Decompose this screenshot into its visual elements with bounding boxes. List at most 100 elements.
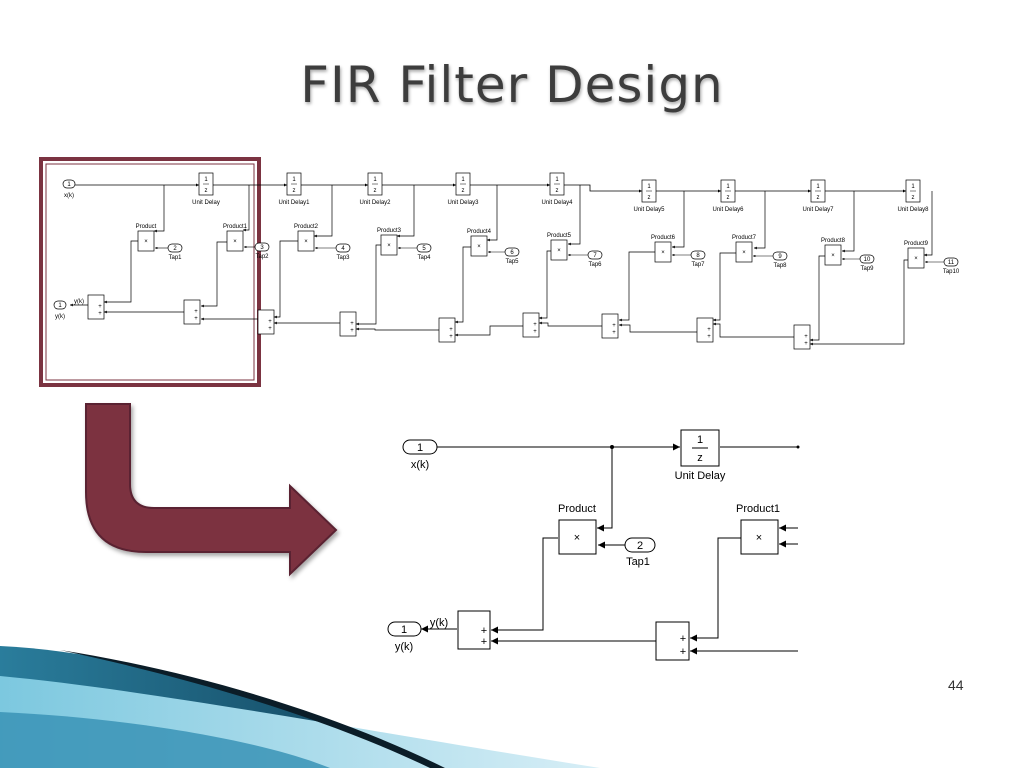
sum-sign: + [680, 646, 686, 658]
tap-label: Tap7 [691, 262, 705, 268]
tap-port-number: 6 [510, 250, 514, 256]
unit-delay-label: Unit Delay4 [541, 200, 573, 206]
unit-delay-label: Unit Delay3 [447, 200, 479, 206]
zoom-output-label: y(k) [395, 641, 413, 653]
delay-numerator: 1 [911, 184, 915, 190]
sum-sign: + [804, 334, 808, 340]
sum-sign: + [481, 625, 487, 637]
highlight-frame [39, 157, 261, 387]
multiply-glyph: × [477, 244, 481, 250]
sum-block: ++ [339, 311, 357, 337]
sum-sign: + [350, 328, 354, 334]
product-label: Product1 [223, 224, 248, 230]
multiply-glyph: × [387, 243, 391, 249]
overview-input-port-number: 1 [67, 182, 71, 188]
multiply-glyph: × [661, 250, 665, 256]
zoom-arrow [85, 403, 338, 577]
delay-denominator: z [374, 188, 377, 194]
zoom-tap1-number: 2 [637, 540, 643, 552]
sum-sign: + [680, 633, 686, 645]
product-block: Product7× [732, 235, 757, 263]
zoom-tap1-port: 2 Tap1 [624, 537, 656, 568]
product-block: Product5× [547, 233, 572, 261]
product-label: Product9 [904, 241, 929, 247]
sum-block: ++ [87, 294, 105, 320]
sum-sign: + [804, 341, 808, 347]
zoom-output-port-number: 1 [401, 624, 407, 636]
delay-numerator: 1 [647, 184, 651, 190]
sum-sign: + [449, 327, 453, 333]
sum-sign: + [194, 316, 198, 322]
delay-denominator: z [727, 195, 730, 201]
zoom-input-port: 1 x(k) [402, 439, 438, 471]
sum-sign: + [481, 636, 487, 648]
delay-denominator: z [205, 188, 208, 194]
delay-numerator: 1 [292, 177, 296, 183]
product-block: Product1 × [223, 224, 248, 252]
overview-output-port: 1y(k)y(k) [53, 299, 84, 320]
delay-denominator: z [293, 188, 296, 194]
delay-denominator: z [556, 188, 559, 194]
overview-input-port: 1x(k) [62, 179, 76, 199]
slide-title: FIR Filter Design [300, 56, 724, 114]
tap-label: Tap2 [255, 254, 269, 260]
delay-numerator: 1 [555, 177, 559, 183]
sum-sign: + [533, 322, 537, 328]
product-label: Product2 [294, 224, 319, 230]
product-label: Product3 [377, 228, 402, 234]
delay-denominator: z [648, 195, 651, 201]
branch-point [610, 445, 614, 449]
multiply-glyph: × [144, 239, 148, 245]
tap-port-number: 11 [948, 260, 955, 266]
unit-delay-label: Unit Delay8 [897, 207, 929, 213]
overview-output-signal-label: y(k) [74, 299, 84, 305]
sum-sign: + [268, 319, 272, 325]
multiply-glyph: × [831, 253, 835, 259]
sum-block: ++ [257, 309, 275, 335]
zoom-output-port: y(k) 1 y(k) [387, 617, 448, 653]
multiply-glyph: × [233, 239, 237, 245]
sum-sign: + [707, 327, 711, 333]
tap-label: Tap3 [336, 255, 350, 261]
multiply-glyph: × [742, 250, 746, 256]
multiply-glyph: × [756, 532, 762, 544]
delay-numerator: 1 [697, 434, 703, 446]
sum-sign: + [707, 334, 711, 340]
zoom-product-label: Product [558, 503, 596, 515]
product-block: Product4× [467, 229, 492, 257]
tap-label: Tap10 [943, 269, 960, 275]
zoom-product-block: Product × [558, 503, 597, 555]
zoom-output-signal-label: y(k) [430, 617, 448, 629]
delay-denominator: z [462, 188, 465, 194]
zoom-unit-delay-label: Unit Delay [675, 470, 726, 482]
overview-output-label: y(k) [55, 314, 65, 320]
tap-label: Tap4 [417, 255, 431, 261]
product-block: Product× [136, 224, 157, 252]
sum-block: ++ [696, 317, 714, 343]
zoom-input-port-number: 1 [417, 442, 423, 454]
product-block: Product3 × [377, 228, 402, 256]
tap-port-number: 3 [260, 245, 264, 251]
sum-block: ++ [793, 324, 811, 350]
unit-delay-label: Unit Delay6 [712, 207, 744, 213]
tap-port-number: 8 [696, 253, 700, 259]
zoom-sum-block-right: + + [655, 621, 690, 661]
sum-sign: + [612, 323, 616, 329]
zoom-unit-delay-block: 1 z Unit Delay [675, 429, 726, 482]
sum-sign: + [533, 329, 537, 335]
tap-label: Tap6 [588, 262, 602, 268]
zoom-sum-block-left: + + [457, 610, 491, 650]
sum-block: ++ [183, 299, 201, 325]
